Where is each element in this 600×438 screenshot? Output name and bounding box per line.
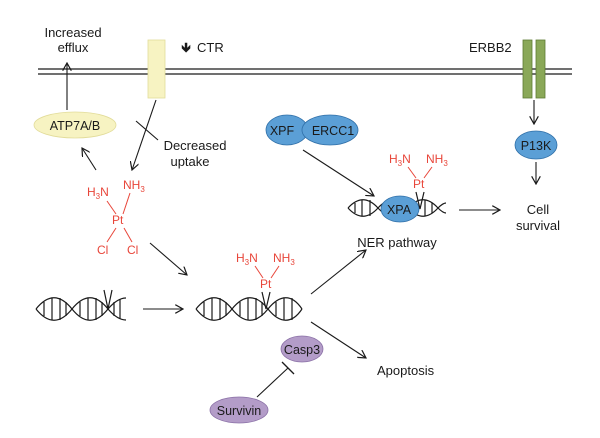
pi3k-node bbox=[514, 130, 558, 160]
uptake-block-mark bbox=[135, 120, 159, 141]
xpf-ercc1-complex: XPF ERCC1 bbox=[265, 114, 359, 146]
svg-text:Pt: Pt bbox=[112, 213, 124, 227]
erbb2-receptor bbox=[522, 39, 546, 99]
casp3-label: Casp3 bbox=[284, 343, 320, 357]
xpf-ercc1-to-xpa-arrow bbox=[302, 149, 374, 196]
cell-membrane bbox=[38, 68, 572, 75]
adduct-to-apoptosis-arrow bbox=[310, 321, 366, 358]
cell-survival-label-line2: survival bbox=[516, 218, 560, 233]
svg-text:Cl: Cl bbox=[127, 243, 138, 257]
pi3k-label: P13K bbox=[521, 139, 552, 153]
increased-efflux-label-line2: efflux bbox=[58, 40, 89, 55]
cell-survival-label-line1: Cell bbox=[527, 202, 550, 217]
atp7ab-node bbox=[33, 111, 117, 139]
svg-text:Pt: Pt bbox=[260, 277, 272, 291]
ner-bound-platinum: H3N NH3 Pt bbox=[389, 152, 448, 210]
xpa-node bbox=[380, 195, 420, 223]
svg-text:H3N: H3N bbox=[389, 152, 411, 168]
ctr-down-arrow-icon: 🡻 bbox=[181, 40, 190, 55]
apoptosis-label: Apoptosis bbox=[377, 363, 435, 378]
decreased-uptake-label-line2: uptake bbox=[170, 154, 209, 169]
survivin-label: Survivin bbox=[217, 404, 262, 418]
ctr-transporter bbox=[147, 39, 166, 99]
ercc1-label: ERCC1 bbox=[312, 124, 354, 138]
adduct-to-ner-arrow bbox=[310, 250, 366, 295]
survivin-inhibits-casp3 bbox=[256, 367, 289, 398]
svg-text:Cl: Cl bbox=[97, 243, 108, 257]
dna-bound-platinum: H3N NH3 Pt bbox=[236, 251, 295, 310]
svg-text:Pt: Pt bbox=[413, 177, 425, 191]
svg-text:NH3: NH3 bbox=[273, 251, 295, 267]
svg-text:H3N: H3N bbox=[87, 185, 109, 201]
cisplatin-to-atp7ab-arrow bbox=[82, 148, 97, 171]
decreased-uptake-label-line1: Decreased bbox=[164, 138, 227, 153]
ctr-uptake-arrow bbox=[132, 99, 157, 170]
ner-pathway-label: NER pathway bbox=[357, 235, 437, 250]
ctr-label: CTR bbox=[197, 40, 224, 55]
cisplatin-molecule: H3N NH3 Pt Cl Cl bbox=[87, 178, 145, 257]
atp7ab-label: ATP7A/B bbox=[50, 119, 100, 133]
svg-text:H3N: H3N bbox=[236, 251, 258, 267]
cisplatin-to-dna-arrow bbox=[149, 242, 187, 275]
erbb2-label: ERBB2 bbox=[469, 40, 512, 55]
inhibition-bar bbox=[281, 361, 295, 375]
ercc1-node bbox=[301, 114, 359, 146]
dna-helix-platinated bbox=[195, 297, 303, 321]
increased-efflux-label-line1: Increased bbox=[44, 25, 101, 40]
survivin-node bbox=[209, 396, 269, 424]
casp3-node bbox=[280, 335, 324, 363]
dna-helix-undamaged bbox=[35, 289, 127, 321]
xpa-label: XPA bbox=[387, 203, 412, 217]
svg-text:NH3: NH3 bbox=[123, 178, 145, 194]
xpf-label: XPF bbox=[270, 124, 295, 138]
svg-text:NH3: NH3 bbox=[426, 152, 448, 168]
